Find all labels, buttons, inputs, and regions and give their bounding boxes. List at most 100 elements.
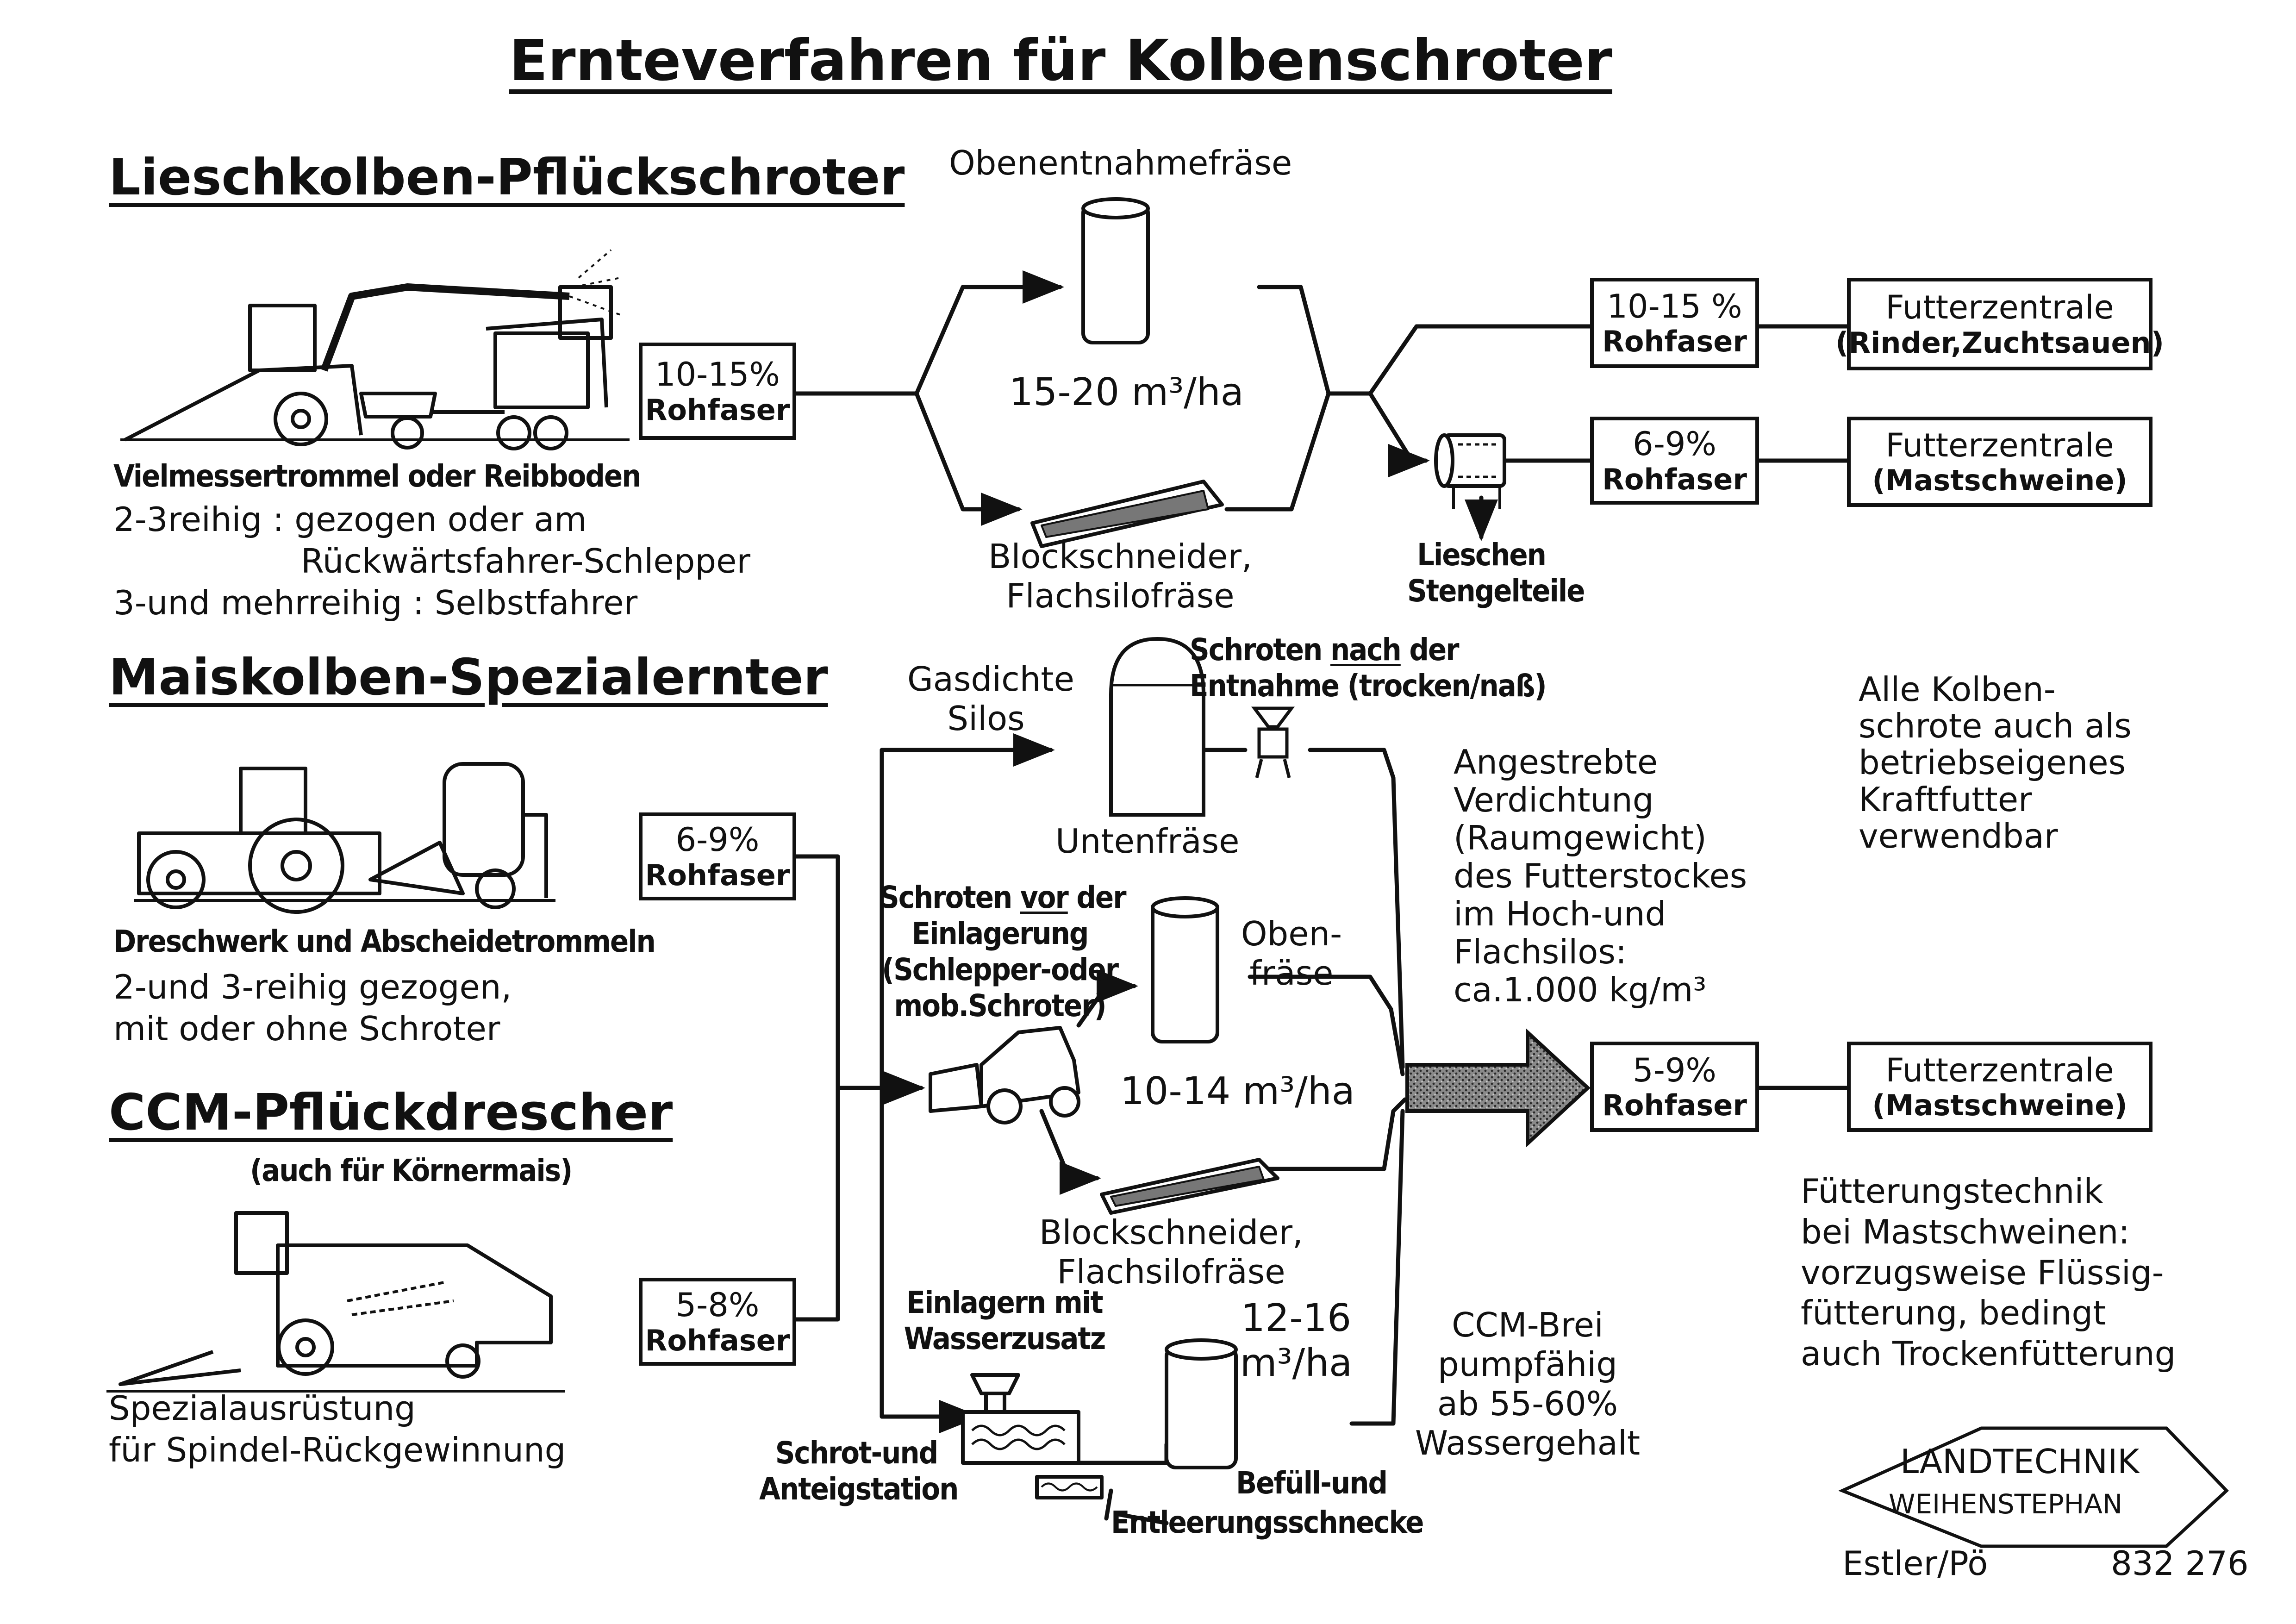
link-to-out1: [1368, 324, 1592, 396]
note-fuett-4: fütterung, bedingt: [1801, 1293, 2106, 1333]
liesch-rohfaser-value: 10-15%: [655, 356, 780, 394]
label-einlagern: Einlagern mit Wasserzusatz: [903, 1285, 1106, 1357]
mobile-shredder-icon: [929, 1026, 1080, 1124]
ccm-rohfaser-unit: Rohfaser: [645, 1323, 790, 1357]
label-gasdichte-2: Silos: [947, 699, 1025, 738]
fz1-sub: (Rinder,Zuchtsauen): [1835, 325, 2164, 360]
out1-box: 10-15 % Rohfaser: [1590, 278, 1759, 368]
label-untenfraese: Untenfräse: [1055, 822, 1240, 861]
fz2-title: Futterzentrale: [1885, 426, 2114, 464]
label-schroten-vor-u: vor: [1020, 880, 1069, 915]
label-obenfraese: Oben- fräse: [1231, 914, 1352, 993]
label-schroten-vor: Schroten vor der Einlagerung (Schlepper-…: [880, 880, 1126, 1024]
ccm-line-2: für Spindel-Rückgewinnung: [109, 1430, 566, 1469]
label-ccm-brei: CCM-Brei pumpfähig ab 55-60% Wassergehal…: [1398, 1305, 1657, 1463]
arrow-to-lieschen-drum: [1368, 391, 1430, 477]
label-schroten-vor-d: (Schlepper-oder: [881, 951, 1119, 987]
link-befuell-label: [1113, 1512, 1169, 1525]
futterzentrale-3-box: Futterzentrale (Mastschweine): [1847, 1042, 2152, 1132]
label-schroten-nach-c: Entnahme (trocken/naß): [1190, 668, 1547, 704]
compaction-arrow: [1405, 1028, 1591, 1148]
out3-value: 5-9%: [1633, 1051, 1716, 1089]
label-schroten-nach: Schroten nach der Entnahme (trocken/naß): [1190, 632, 1547, 704]
label-befuell-2: Entleerungsschnecke: [1111, 1505, 1424, 1540]
link-flachsilo-to-merge: [1224, 391, 1331, 512]
liesch-harvester-icon: [120, 249, 630, 450]
ccm-sub: (auch für Körnermais): [250, 1153, 573, 1188]
link-mais-box: [794, 854, 840, 1322]
label-schroten-vor-b: der: [1067, 880, 1126, 915]
logo-shape: [1838, 1426, 2229, 1548]
label-ccm-brei-2: pumpfähig: [1438, 1344, 1617, 1384]
label-blockschneider-top: Blockschneider, Flachsilofräse: [981, 537, 1259, 616]
arrow-to-blockschneider-top: [914, 391, 1023, 526]
link-tall-silo: [1349, 1109, 1405, 1426]
link-silo-to-merge: [1257, 285, 1331, 396]
note-alle-2: schrote auch als: [1859, 706, 2132, 746]
label-blockschneider-top-2: Flachsilofräse: [1006, 576, 1235, 615]
ccm-rohfaser-value: 5-8%: [675, 1286, 760, 1324]
label-verdichtung: Angestrebte Verdichtung (Raumgewicht) de…: [1454, 743, 1747, 1009]
label-schroten-vor-a: Schroten: [880, 880, 1020, 915]
out1-unit: Rohfaser: [1602, 325, 1747, 359]
verdichtung-line-3: (Raumgewicht): [1454, 818, 1707, 858]
note-fuetterungstechnik: Fütterungstechnik bei Mastschweinen: vor…: [1801, 1171, 2176, 1374]
label-lieschen: Lieschen Stengelteile: [1407, 537, 1585, 609]
label-obenentnahmefraese: Obenentnahmefräse: [949, 144, 1292, 182]
heading-liesch: Lieschkolben-Pflückschroter: [109, 149, 905, 206]
note-alle-kolbenschrote: Alle Kolben- schrote auch als betriebsei…: [1859, 671, 2132, 855]
liesch-rohfaser-unit: Rohfaser: [645, 393, 790, 427]
anteig-station-icon: [961, 1373, 1104, 1499]
liesch-line-4: 3-und mehrreihig : Selbstfahrer: [113, 583, 638, 622]
footer-author: Estler/Pö: [1842, 1544, 1988, 1583]
note-fuett-3: vorzugsweise Flüssig-: [1801, 1253, 2164, 1292]
label-einlagern-2: Wasserzusatz: [904, 1320, 1106, 1356]
ccm-combine-icon: [106, 1211, 565, 1393]
label-schroten-vor-c: Einlagerung: [911, 915, 1089, 951]
label-anteig-2: Anteigstation: [759, 1471, 959, 1507]
silo-icons: [1081, 197, 1238, 1469]
lieschen-drum-icon: [1434, 433, 1506, 509]
mais-rohfaser-value: 6-9%: [675, 821, 760, 859]
note-fuett-2: bei Mastschweinen:: [1801, 1212, 2130, 1251]
liesch-line-1: Vielmessertrommel oder Reibboden: [113, 458, 641, 494]
verdichtung-line-2: Verdichtung: [1454, 781, 1654, 820]
out2-box: 6-9% Rohfaser: [1590, 417, 1759, 505]
out3-unit: Rohfaser: [1602, 1088, 1747, 1123]
out3-box: 5-9% Rohfaser: [1590, 1042, 1759, 1132]
label-obenfraese-1: Oben-: [1241, 914, 1342, 953]
mais-line-3: mit oder ohne Schroter: [113, 1009, 500, 1048]
label-schroten-nach-b: der: [1400, 632, 1459, 668]
fz3-title: Futterzentrale: [1885, 1051, 2114, 1089]
mill-icon: [1251, 706, 1295, 778]
label-blockschneider-top-1: Blockschneider,: [988, 537, 1252, 576]
arrow-to-obenentnahme: [914, 270, 1064, 396]
logo-text-1: LANDTECHNIK: [1900, 1442, 2140, 1481]
label-einlagern-1: Einlagern mit: [906, 1285, 1103, 1320]
label-befuell-1: Befüll-und: [1236, 1465, 1388, 1501]
label-volume-top: 15-20 m³/ha: [1009, 370, 1244, 414]
link-flachsilo-lower: [1248, 1097, 1407, 1171]
label-gasdichte-1: Gasdichte: [907, 660, 1074, 699]
ccm-line-1: Spezialausrüstung: [109, 1389, 416, 1428]
label-blockschneider-lower-1: Blockschneider,: [1039, 1213, 1303, 1252]
note-fuett-5: auch Trockenfütterung: [1801, 1334, 2176, 1374]
mais-tractor-icon: [134, 762, 555, 914]
label-ccm-brei-1: CCM-Brei: [1452, 1305, 1603, 1344]
mais-line-2: 2-und 3-reihig gezogen,: [113, 968, 512, 1006]
link-befuell: [1104, 1488, 1113, 1521]
fz3-sub: (Mastschweine): [1872, 1088, 2128, 1123]
label-ccm-brei-3: ab 55-60%: [1437, 1384, 1618, 1423]
verdichtung-line-4: des Futterstockes: [1454, 856, 1747, 896]
ccm-rohfaser-box: 5-8% Rohfaser: [639, 1278, 796, 1366]
verdichtung-line-5: im Hoch-und: [1454, 894, 1666, 934]
page-title: Ernteverfahren für Kolbenschroter: [509, 28, 1612, 94]
note-alle-5: verwendbar: [1859, 816, 2058, 856]
heading-mais: Maiskolben-Spezialernter: [109, 649, 828, 706]
flachsilo-icons: [1030, 480, 1279, 1215]
liesch-rohfaser-box: 10-15% Rohfaser: [639, 343, 796, 440]
label-lieschen-2: Stengelteile: [1407, 573, 1585, 609]
label-blockschneider-lower-2: Flachsilofräse: [1057, 1252, 1285, 1291]
label-obenfraese-2: fräse: [1249, 953, 1334, 993]
